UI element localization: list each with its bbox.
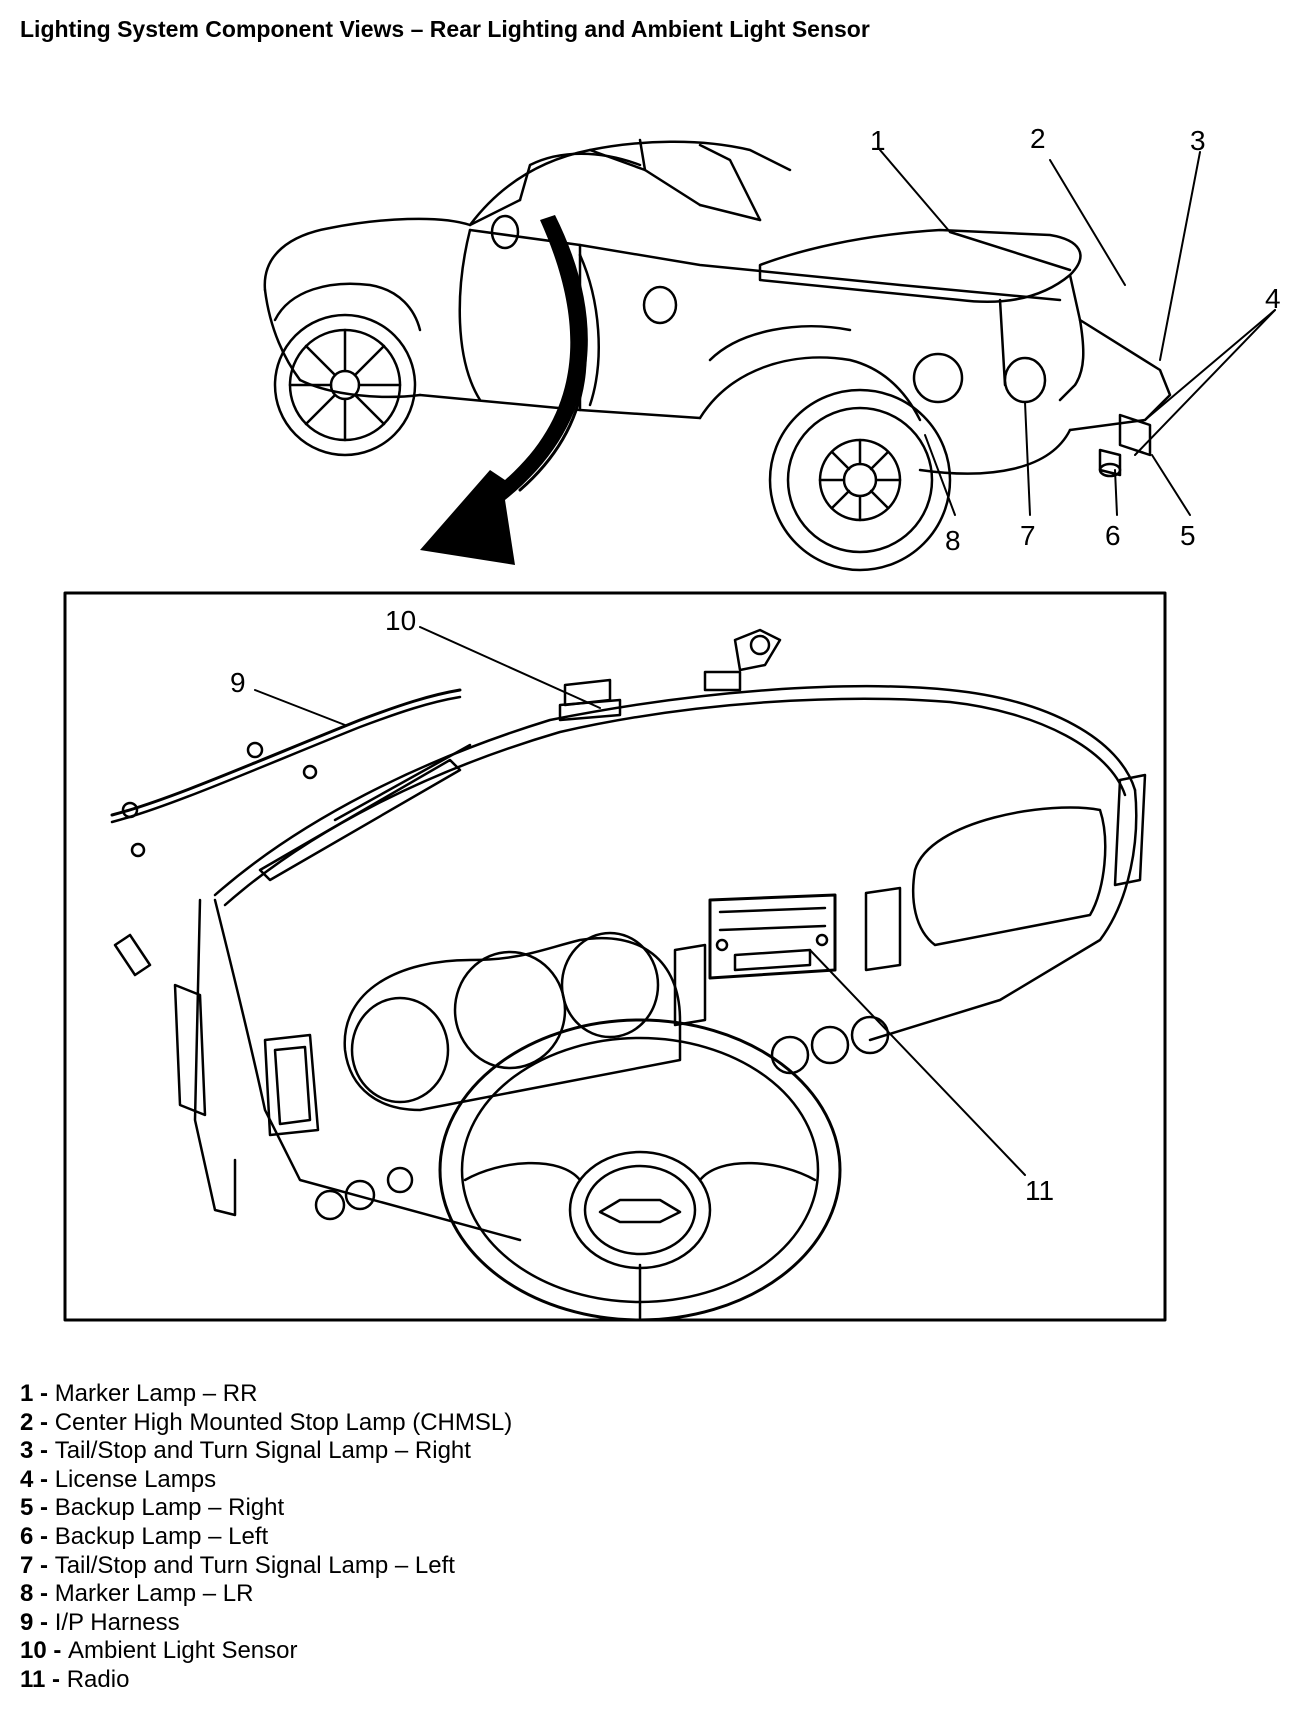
legend-separator: -	[33, 1465, 55, 1493]
legend-item-7: 7 - Tail/Stop and Turn Signal Lamp – Lef…	[20, 1552, 512, 1581]
truck-leader-lines	[879, 149, 1276, 516]
legend-item-10: 10 - Ambient Light Sensor	[20, 1637, 512, 1666]
callout-9: 9	[230, 667, 246, 698]
legend-number: 5	[20, 1494, 34, 1522]
callout-10: 10	[385, 605, 416, 636]
legend-text: Radio	[66, 1665, 130, 1693]
legend-item-4: 4 - License Lamps	[20, 1466, 512, 1495]
legend-separator: -	[33, 1437, 55, 1465]
legend-separator: -	[33, 1608, 55, 1636]
legend-number: 1	[20, 1380, 34, 1407]
legend-text: Marker Lamp – RR	[54, 1380, 258, 1407]
callout-5: 5	[1180, 520, 1196, 551]
legend-number: 2	[20, 1408, 34, 1436]
callout-1: 1	[870, 125, 886, 156]
legend-separator: -	[33, 1551, 55, 1579]
legend-separator: -	[33, 1522, 55, 1550]
callout-3: 3	[1190, 125, 1206, 156]
legend-text: I/P Harness	[54, 1608, 180, 1636]
legend-text: Backup Lamp – Right	[54, 1494, 285, 1522]
callout-11: 11	[1025, 1175, 1054, 1206]
legend-number: 10	[20, 1637, 47, 1665]
legend-number: 9	[20, 1608, 34, 1636]
panel-leader-lines	[254, 626, 1026, 1176]
legend-separator: -	[33, 1380, 55, 1407]
legend-number: 3	[20, 1437, 34, 1465]
legend-text: Ambient Light Sensor	[68, 1637, 298, 1665]
legend-separator: -	[46, 1637, 69, 1665]
legend-item-1: 1 - Marker Lamp – RR	[20, 1380, 512, 1409]
legend-item-11: 11 - Radio	[20, 1666, 512, 1695]
instrument-panel-illustration	[110, 628, 1147, 1322]
component-legend: 1 - Marker Lamp – RR 2 - Center High Mou…	[20, 1380, 512, 1695]
legend-item-6: 6 - Backup Lamp – Left	[20, 1523, 512, 1552]
callout-6: 6	[1105, 520, 1121, 551]
legend-text: Backup Lamp – Left	[54, 1522, 269, 1550]
legend-separator: -	[45, 1665, 67, 1693]
legend-number: 6	[20, 1522, 34, 1550]
legend-text: Tail/Stop and Turn Signal Lamp – Left	[54, 1551, 455, 1579]
callout-numbers: 1 2 3 4 5 6 7 8 9 10 11	[230, 123, 1281, 1206]
legend-text: Center High Mounted Stop Lamp (CHMSL)	[54, 1408, 513, 1436]
page-title: Lighting System Component Views – Rear L…	[20, 16, 870, 42]
callout-4: 4	[1265, 283, 1281, 314]
truck-illustration	[263, 138, 1172, 572]
callout-8: 8	[945, 525, 961, 556]
legend-number: 7	[20, 1551, 34, 1579]
legend-item-3: 3 - Tail/Stop and Turn Signal Lamp – Rig…	[20, 1437, 512, 1466]
legend-number: 8	[20, 1580, 34, 1608]
legend-separator: -	[33, 1580, 55, 1608]
legend-item-8: 8 - Marker Lamp – LR	[20, 1580, 512, 1609]
legend-text: License Lamps	[54, 1465, 217, 1493]
callout-2: 2	[1030, 123, 1046, 154]
view-arrow	[420, 215, 588, 565]
legend-number: 4	[20, 1465, 34, 1493]
legend-separator: -	[33, 1408, 55, 1436]
legend-number: 11	[20, 1665, 46, 1693]
legend-item-9: 9 - I/P Harness	[20, 1609, 512, 1638]
callout-7: 7	[1020, 520, 1036, 551]
legend-item-2: 2 - Center High Mounted Stop Lamp (CHMSL…	[20, 1409, 512, 1438]
legend-text: Marker Lamp – LR	[54, 1580, 254, 1608]
legend-text: Tail/Stop and Turn Signal Lamp – Right	[54, 1437, 471, 1465]
legend-item-5: 5 - Backup Lamp – Right	[20, 1494, 512, 1523]
legend-separator: -	[33, 1494, 55, 1522]
